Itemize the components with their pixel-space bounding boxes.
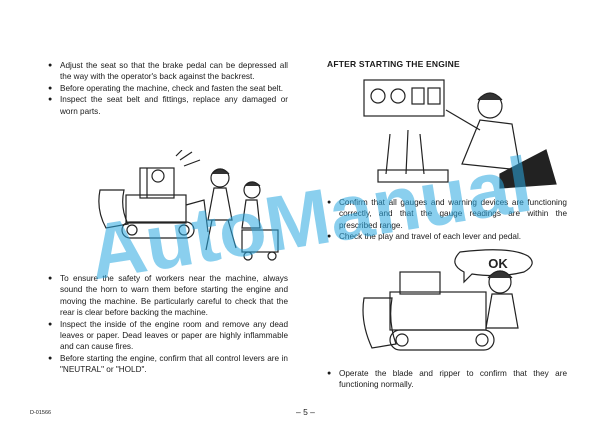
right-middle-bullets: Confirm that all gauges and warning devi… [327,197,567,243]
illustration-gauges [363,79,557,189]
illustration-blade-check: OK [362,249,533,351]
bullet-inspect-belt: Inspect the seat belt and fittings, repl… [48,94,288,117]
speech-bubble-text: OK [488,256,508,271]
bullet-control-levers: Before starting the engine, confirm that… [48,353,288,376]
page-number: – 5 – [296,407,315,417]
right-bottom-bullets: Operate the blade and ripper to confirm … [327,368,567,391]
bullet-adjust-seat: Adjust the seat so that the brake pedal … [48,60,288,83]
bullet-engine-room: Inspect the inside of the engine room an… [48,319,288,353]
bullet-operate-blade: Operate the blade and ripper to confirm … [327,368,567,391]
bullet-confirm-gauges: Confirm that all gauges and warning devi… [327,197,567,231]
bullet-seat-belt: Before operating the machine, check and … [48,83,288,95]
bullet-check-levers: Check the play and travel of each lever … [327,231,567,243]
section-heading: AFTER STARTING THE ENGINE [327,59,460,69]
left-bottom-bullets: To ensure the safety of workers near the… [48,273,288,376]
bullet-sound-horn: To ensure the safety of workers near the… [48,273,288,319]
left-top-bullets: Adjust the seat so that the brake pedal … [48,60,288,117]
document-code: D-01566 [30,410,52,416]
illustration-horn-warning [98,150,279,261]
